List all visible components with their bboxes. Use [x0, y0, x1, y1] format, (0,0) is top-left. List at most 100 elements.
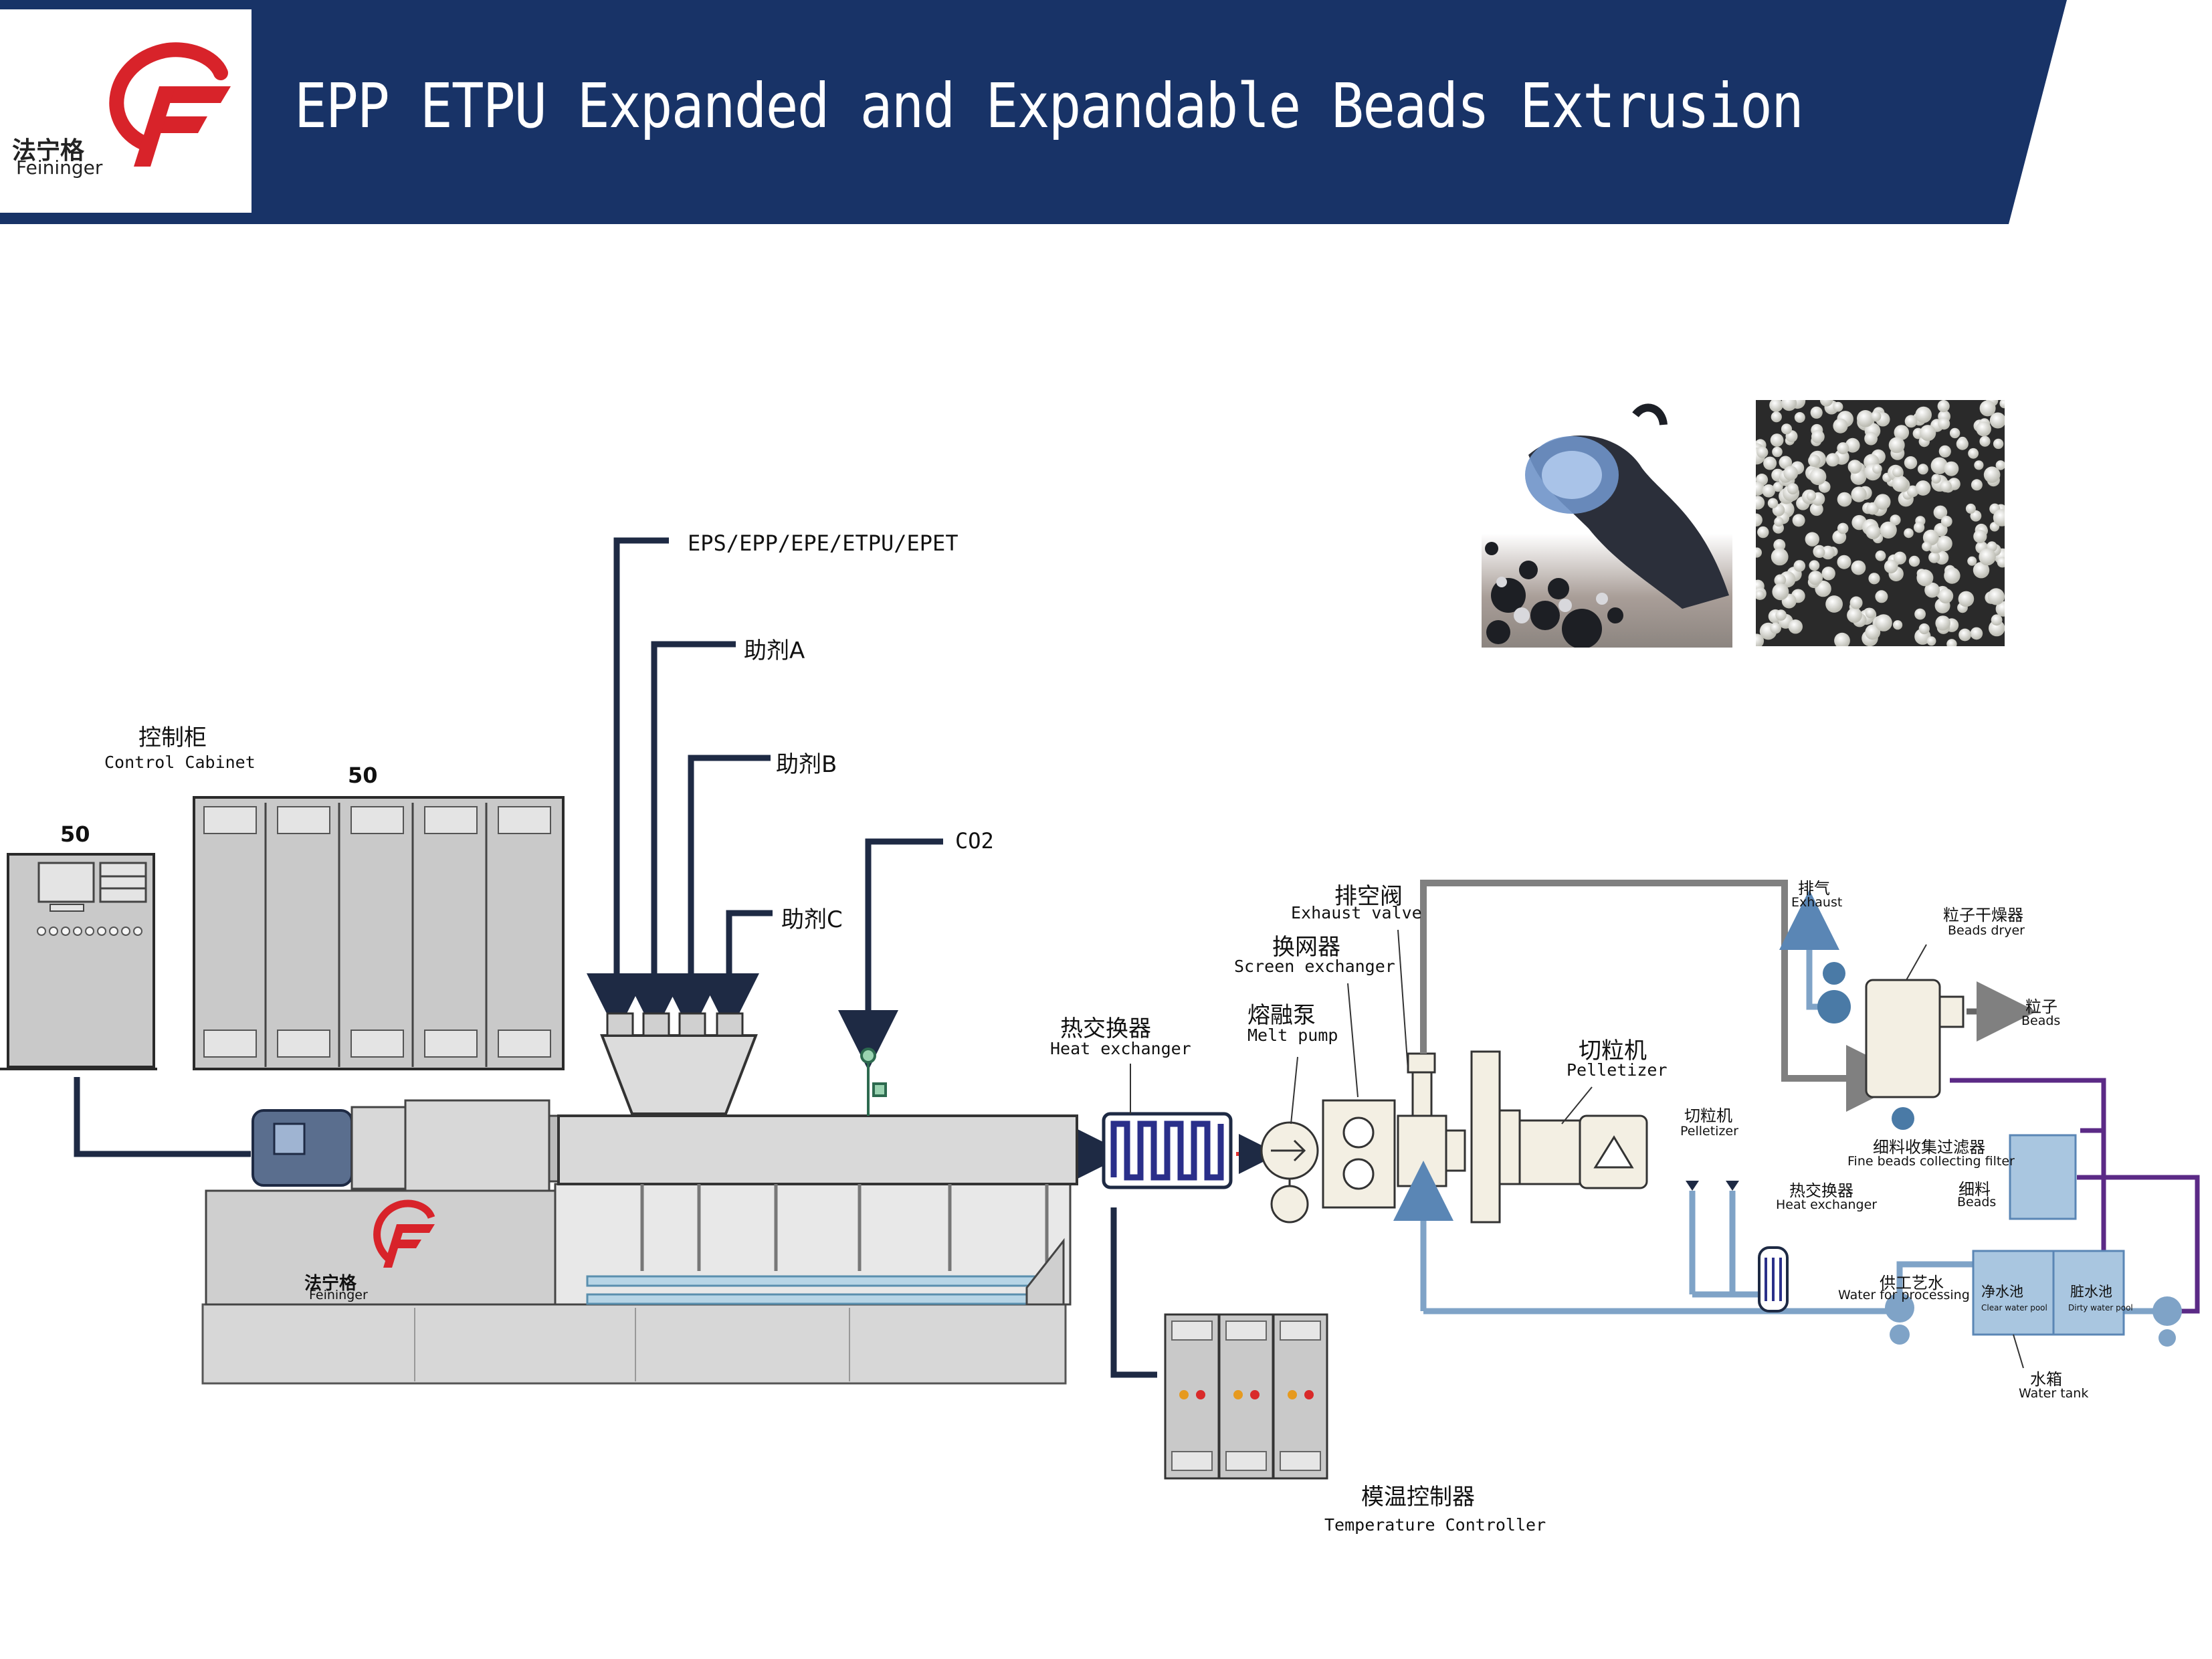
temperature-controller-units	[1164, 1313, 1328, 1480]
bead-dot	[1973, 529, 1987, 543]
bead-dot	[1837, 522, 1849, 534]
fine-beads-filter	[2009, 1134, 2077, 1220]
dirty-pool-en-label: Dirty water pool	[2068, 1303, 2133, 1312]
exhaust-en-label: Exhaust	[1791, 895, 1843, 910]
bead-dot	[1871, 411, 1882, 422]
bead-dot	[1931, 474, 1941, 484]
bead-dot	[1914, 522, 1925, 533]
bead-dot	[1935, 615, 1950, 631]
dirty-pool-cn-label: 脏水池	[2070, 1284, 2112, 1300]
pelletizer-cn-label: 切粒机	[1579, 1038, 1647, 1064]
fine-filter-cn-label: 细料收集过滤器	[1873, 1138, 1985, 1157]
beads-dryer	[1779, 890, 2037, 1130]
co2-label: CO2	[955, 828, 994, 854]
bead-dot	[1763, 456, 1777, 470]
bead-dot	[1834, 632, 1850, 646]
screen-exchanger-cn-label: 换网器	[1272, 934, 1340, 961]
heat-exchanger-small-cn-label: 热交换器	[1789, 1181, 1853, 1200]
bead-dot	[1938, 445, 1951, 458]
header-banner: 法宁格 Feininger EPP ETPU Expanded and Expa…	[0, 0, 2212, 224]
white-beads-icon	[1756, 400, 2005, 646]
pelletizer-small-cn-label: 切粒机	[1684, 1106, 1732, 1125]
bead-dot	[1893, 620, 1903, 630]
bead-dot	[1999, 400, 2005, 409]
bead-dot	[1774, 574, 1787, 586]
beads-photo	[1756, 400, 2005, 646]
bead-dot	[1937, 400, 1950, 413]
bead-dot	[1946, 639, 1957, 646]
bead-dot	[1864, 431, 1878, 446]
bead-dot	[1757, 526, 1769, 539]
bead-dot	[1865, 624, 1881, 640]
feed-c-label: 助剂C	[781, 906, 843, 933]
control-cabinet-large	[193, 796, 565, 1070]
bead-dot	[1936, 535, 1952, 552]
heat-exchanger-main	[1102, 1112, 1233, 1189]
bead-dot	[1821, 545, 1835, 560]
bead-dot	[1808, 571, 1823, 585]
bead-dot	[1993, 438, 2004, 450]
bead-dot	[1868, 573, 1880, 585]
bead-dot	[1940, 480, 1952, 492]
bead-dot	[1781, 423, 1793, 435]
melt-pump	[1260, 1121, 1319, 1224]
header-background	[0, 0, 2067, 224]
fine-beads-cn-label: 细料	[1958, 1180, 1991, 1199]
bead-dot	[1958, 591, 1975, 607]
beads-out-en-label: Beads	[2021, 1013, 2061, 1028]
bead-dot	[1772, 583, 1789, 601]
bead-dot	[1756, 513, 1763, 527]
bead-dot	[1970, 627, 1983, 640]
bead-dot	[1989, 619, 2005, 637]
bead-dot	[1845, 437, 1860, 453]
bead-dot	[1805, 532, 1819, 547]
bead-dot	[1756, 590, 1765, 600]
bead-dot	[1874, 494, 1891, 510]
cabinet-small-number: 50	[60, 821, 90, 847]
control-cabinet-cn-label: 控制柜	[138, 724, 207, 751]
process-water-cn-label: 供工艺水	[1880, 1274, 1944, 1292]
bead-dot	[1968, 448, 1979, 459]
bead-dot	[1851, 560, 1866, 575]
bead-dot	[1904, 415, 1918, 428]
bead-dot	[1837, 555, 1851, 569]
bead-dot	[1793, 560, 1806, 572]
bead-dot	[1819, 400, 1833, 407]
bead-dot	[1904, 456, 1918, 470]
extruder-machine	[201, 1012, 1078, 1385]
bead-dot	[1991, 614, 2003, 626]
bead-dot	[1774, 516, 1784, 527]
bead-dot	[1847, 607, 1862, 623]
melt-pump-cn-label: 熔融泵	[1247, 1002, 1316, 1029]
bead-dot	[1770, 433, 1784, 447]
bead-dot	[1809, 502, 1823, 516]
bead-dot	[1837, 442, 1849, 455]
fine-filter-en-label: Fine beads collecting filter	[1847, 1154, 2015, 1169]
bead-dot	[1922, 541, 1932, 552]
bead-dot	[1930, 457, 1948, 474]
bead-dot	[1865, 608, 1876, 619]
heat-exchanger-small	[1686, 1181, 1789, 1312]
bead-dot	[1979, 435, 1991, 447]
bead-dot	[1880, 521, 1897, 539]
bead-dot	[1915, 406, 1932, 423]
bead-dot	[1875, 614, 1892, 631]
water-tank-cn-label: 水箱	[2030, 1370, 2062, 1389]
bead-dot	[1792, 514, 1805, 527]
bead-dot	[1808, 454, 1821, 467]
temp-controller-en-label: Temperature Controller	[1324, 1515, 1546, 1535]
melt-pump-en-label: Melt pump	[1247, 1026, 1338, 1045]
bead-dot	[1872, 464, 1882, 474]
bead-dot	[1772, 446, 1783, 458]
bead-dot	[1908, 555, 1920, 567]
bead-dot	[1866, 524, 1881, 540]
bead-dot	[1833, 401, 1843, 412]
heat-exchanger-en-label: Heat exchanger	[1050, 1039, 1191, 1058]
bead-dot	[1976, 421, 1991, 437]
bead-dot	[1958, 628, 1971, 642]
bead-dot	[1767, 498, 1779, 508]
bead-dot	[1773, 539, 1786, 551]
logo-chinese-name: 法宁格	[12, 137, 85, 165]
temp-controller-cn-label: 模温控制器	[1361, 1484, 1475, 1510]
bead-dot	[1809, 468, 1827, 486]
